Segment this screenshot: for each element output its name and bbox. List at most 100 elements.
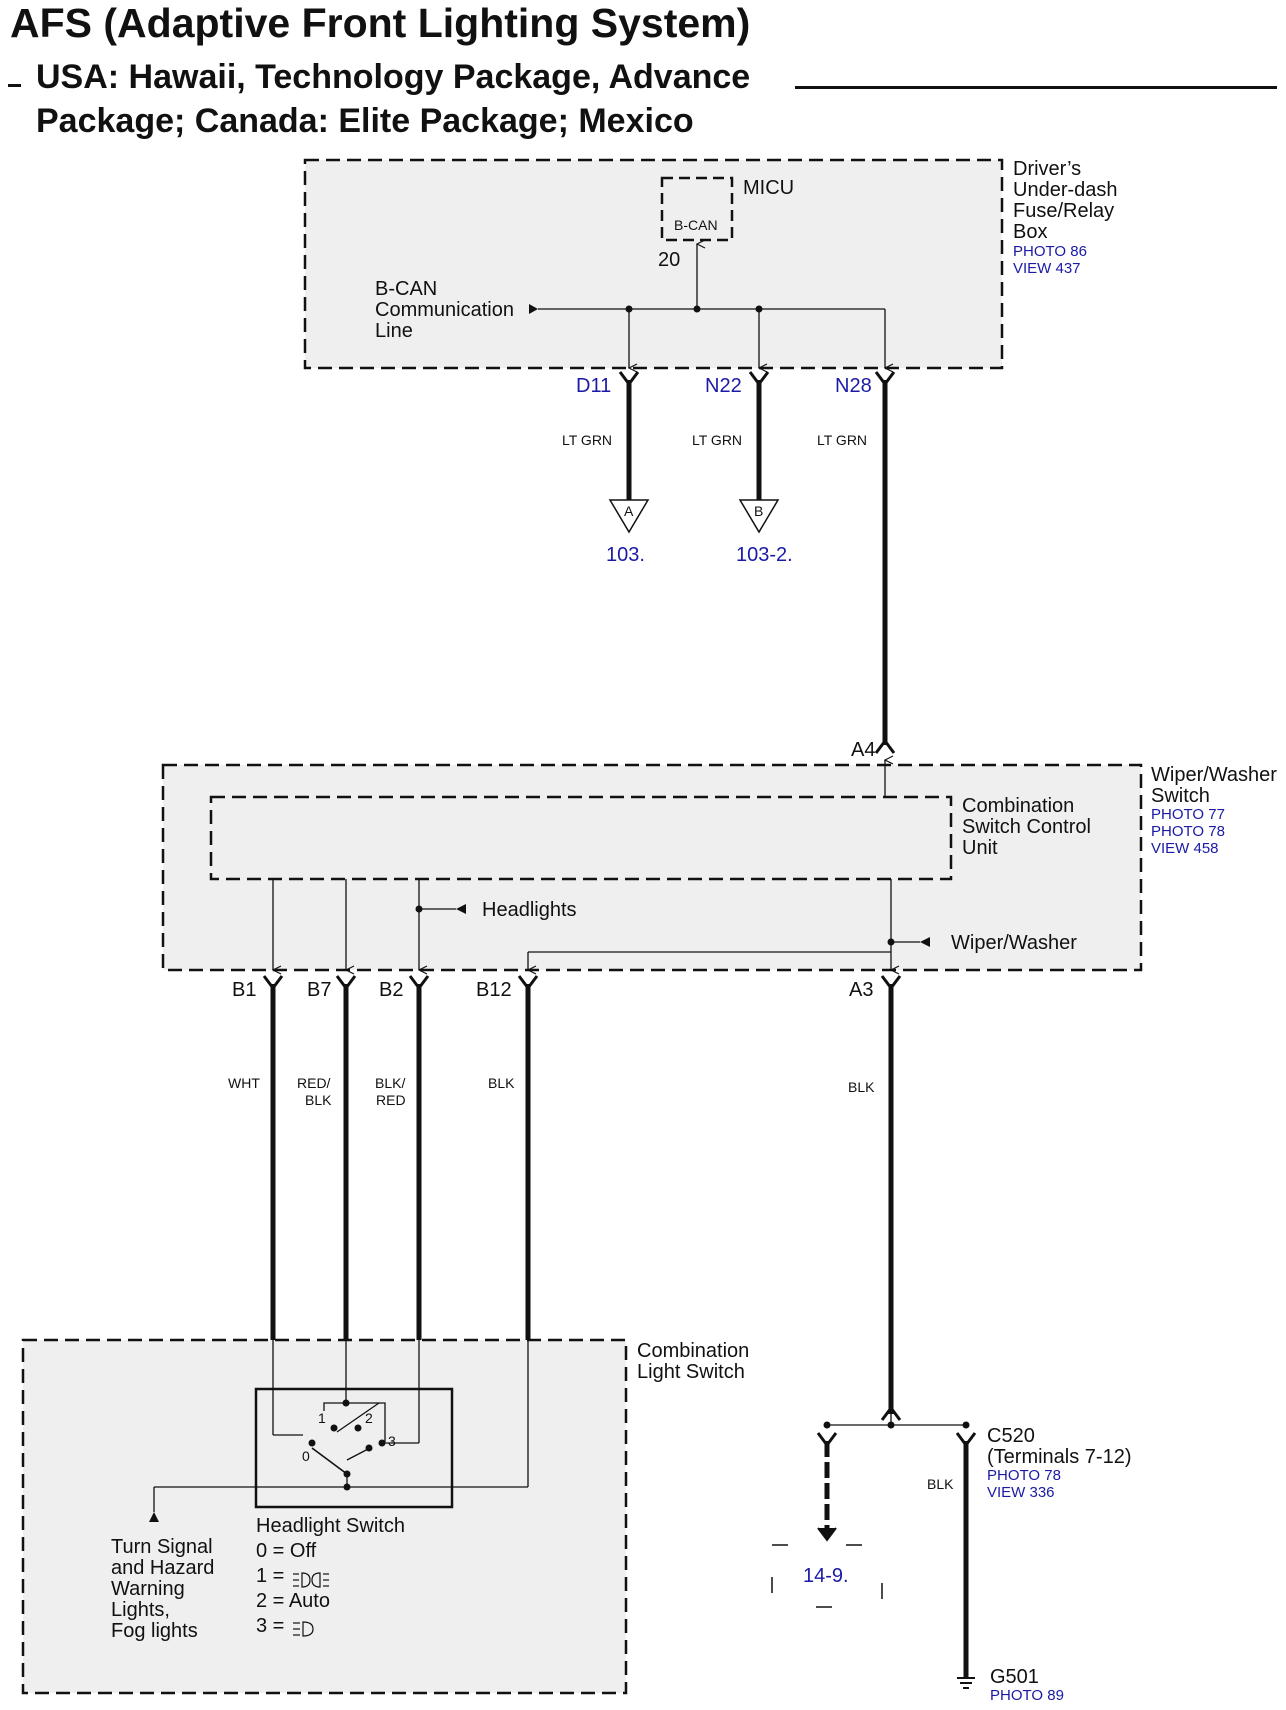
bcan-node-micu xyxy=(693,305,701,313)
light-switch-name-1: Combination xyxy=(637,1340,749,1362)
fuse-box-name-2: Under-dash xyxy=(1013,179,1118,201)
micu-box xyxy=(660,176,734,242)
switch-contact-3 xyxy=(378,1439,386,1447)
pin-n28: N28 xyxy=(835,375,872,397)
g501-label: G501 xyxy=(990,1666,1039,1688)
headlight-icon xyxy=(293,1621,314,1637)
pin-b1: B1 xyxy=(232,979,256,1001)
a4-connector-shape xyxy=(874,738,896,754)
connector-b-ref-link[interactable]: 103-2. xyxy=(736,544,793,566)
ground-wire-color: BLK xyxy=(927,1476,954,1492)
bcan-line-arrow xyxy=(529,304,538,314)
legend-off: 0 = Off xyxy=(256,1540,317,1562)
legend-pos-3: 3 = xyxy=(256,1615,284,1637)
bcan-node-n22 xyxy=(755,305,763,313)
ground-wires xyxy=(824,1441,969,1678)
legend-pos-1: 1 = xyxy=(256,1565,284,1587)
connector-b-letter: B xyxy=(754,503,763,519)
ref-box-corners xyxy=(771,1544,883,1608)
fuse-box-name-4: Box xyxy=(1013,221,1047,243)
pin-n22: N22 xyxy=(705,375,742,397)
subtitle-rule xyxy=(795,86,1277,89)
legend-auto: 2 = Auto xyxy=(256,1590,330,1612)
wire-color-b7-2: BLK xyxy=(305,1092,332,1108)
wiper-node xyxy=(887,938,895,946)
wire-color-b2-2: RED xyxy=(376,1092,406,1108)
connector-a-triangle xyxy=(608,499,650,534)
pin-a4: A4 xyxy=(851,739,875,761)
c520-junction-shape xyxy=(880,1405,902,1421)
wire-color-n28: LT GRN xyxy=(817,432,867,448)
ref-box-link[interactable]: 14-9. xyxy=(803,1565,849,1587)
wiper-switch-name-2: Switch xyxy=(1151,785,1210,807)
bcan-node-d11 xyxy=(625,305,633,313)
switch-contact-top xyxy=(342,1399,350,1407)
micu-bcan-label: B-CAN xyxy=(674,217,718,233)
bcan-bus xyxy=(538,244,885,368)
mid-connector-shapes xyxy=(262,975,902,991)
wiper-switch-view-link[interactable]: VIEW 458 xyxy=(1151,840,1219,857)
wire-color-b7-1: RED/ xyxy=(297,1075,331,1091)
wire-color-b1: WHT xyxy=(228,1075,260,1091)
control-unit-lines xyxy=(273,760,920,970)
switch-contact-1 xyxy=(330,1424,338,1432)
pin-b12: B12 xyxy=(476,979,512,1001)
bcan-line-label-3: Line xyxy=(375,320,413,342)
control-unit-name-3: Unit xyxy=(962,837,998,859)
ref-arrow-down xyxy=(817,1527,837,1542)
wiper-arrow xyxy=(920,937,930,947)
c520-terminals: (Terminals 7-12) xyxy=(987,1446,1131,1468)
turn-signal-label-3: Warning xyxy=(111,1578,185,1600)
c520-connector-shapes xyxy=(816,1432,977,1448)
headlight-switch-title: Headlight Switch xyxy=(256,1515,405,1537)
fuse-box-name-1: Driver’s xyxy=(1013,158,1081,180)
g501-photo-link[interactable]: PHOTO 89 xyxy=(990,1687,1064,1704)
micu-label-text: MICU xyxy=(743,177,794,199)
subtitle-line-2: Package; Canada: Elite Package; Mexico xyxy=(36,102,694,140)
c520-node-left xyxy=(823,1421,831,1429)
subtitle-dash xyxy=(8,84,21,87)
pin-d11: D11 xyxy=(576,375,611,397)
fuse-box-view-link[interactable]: VIEW 437 xyxy=(1013,260,1081,277)
turn-signal-label-2: and Hazard xyxy=(111,1557,214,1579)
mid-wires xyxy=(270,984,894,1414)
switch-internal-wiring xyxy=(153,1340,529,1512)
c520-node-center xyxy=(887,1421,895,1429)
fuse-box-outline xyxy=(303,158,1004,370)
switch-contact-2 xyxy=(354,1424,362,1432)
switch-pos-1: 1 xyxy=(318,1410,326,1426)
top-wires xyxy=(626,380,888,745)
wiper-switch-name-1: Wiper/Washer xyxy=(1151,764,1277,786)
control-unit-name-1: Combination xyxy=(962,795,1074,817)
bcan-line-label-2: Communication xyxy=(375,299,514,321)
fuse-box-name-3: Fuse/Relay xyxy=(1013,200,1114,222)
c520-node-right xyxy=(962,1421,970,1429)
switch-contact-0 xyxy=(308,1439,316,1447)
headlight-switch-box xyxy=(254,1387,454,1509)
turn-signal-label-5: Fog lights xyxy=(111,1620,198,1642)
headlights-node xyxy=(415,905,423,913)
fuse-box-photo-link[interactable]: PHOTO 86 xyxy=(1013,243,1087,260)
headlights-label: Headlights xyxy=(482,899,577,921)
switch-pos-3: 3 xyxy=(388,1433,396,1449)
switch-pivot xyxy=(343,1470,351,1478)
micu-pin-label: 20 xyxy=(658,249,680,271)
turn-signal-label-4: Lights, xyxy=(111,1599,170,1621)
headlights-arrow xyxy=(456,904,466,914)
ground-symbol-icon xyxy=(957,1677,975,1689)
bcan-line-label-1: B-CAN xyxy=(375,278,437,300)
wiper-switch-photo78-link[interactable]: PHOTO 78 xyxy=(1151,823,1225,840)
wire-color-b12: BLK xyxy=(488,1075,515,1091)
wire-color-a3: BLK xyxy=(848,1079,875,1095)
pin-a3: A3 xyxy=(849,979,873,1001)
connector-a-ref-link[interactable]: 103. xyxy=(606,544,645,566)
c520-photo-link[interactable]: PHOTO 78 xyxy=(987,1467,1061,1484)
connector-b-triangle xyxy=(738,499,780,534)
wiper-washer-label: Wiper/Washer xyxy=(951,932,1077,954)
turn-signal-arrow xyxy=(149,1512,159,1522)
c520-view-link[interactable]: VIEW 336 xyxy=(987,1484,1055,1501)
wiper-switch-photo77-link[interactable]: PHOTO 77 xyxy=(1151,806,1225,823)
switch-pos-0: 0 xyxy=(302,1448,310,1464)
switch-contact-mid xyxy=(365,1444,373,1452)
